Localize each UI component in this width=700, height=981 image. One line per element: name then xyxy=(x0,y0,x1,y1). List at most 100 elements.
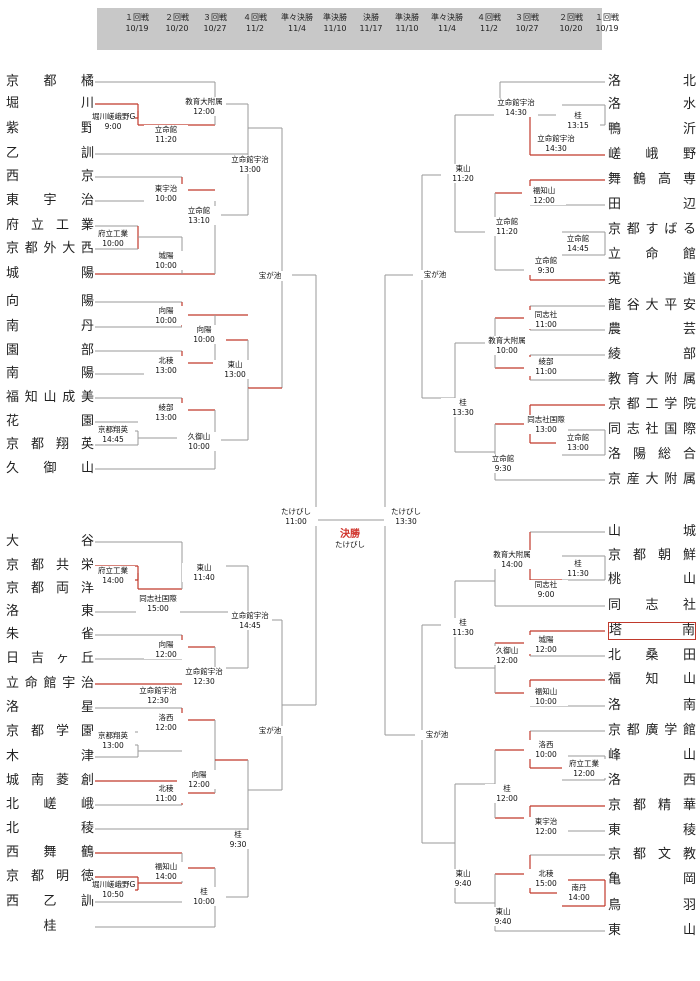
game-time: 12:00 xyxy=(522,195,566,205)
team-char: 専 xyxy=(682,172,696,187)
game-winner: 久御山 xyxy=(177,432,221,442)
round-date: 10/27 xyxy=(515,24,539,33)
team-char: 京 xyxy=(6,74,20,89)
game-winner: たけびし xyxy=(384,507,428,517)
team-char: 英 xyxy=(80,437,94,452)
round-date: 11/4 xyxy=(438,24,456,33)
game-time: 14:00 xyxy=(557,892,601,902)
game-winner: 立命館宇治 xyxy=(228,611,272,621)
team-right-33: 鳥羽 xyxy=(608,897,696,915)
team-char: 高 xyxy=(657,172,671,187)
game-time: 11:40 xyxy=(182,572,226,582)
team-right-30: 東稜 xyxy=(608,822,696,840)
game-winner: 南丹 xyxy=(557,883,601,893)
team-char: 部 xyxy=(80,343,94,358)
game-winner: 堀川嵯峨野G xyxy=(91,112,136,122)
team-char: 府 xyxy=(6,218,20,233)
team-char: 乙 xyxy=(43,894,57,909)
team-char: 志 xyxy=(626,422,640,437)
team-right-24: 福知山 xyxy=(608,671,696,689)
team-char: 都 xyxy=(626,397,640,412)
team-char: 教 xyxy=(682,847,696,862)
team-char: 館 xyxy=(682,723,696,738)
team-left-29: 北嵯峨 xyxy=(6,796,94,814)
game-time: 11:00 xyxy=(144,793,188,803)
game-winner: 桂 xyxy=(216,830,260,840)
team-char: 陽 xyxy=(632,447,646,462)
game-winner: 桂 xyxy=(441,618,485,628)
team-char: 吉 xyxy=(30,651,44,666)
team-char: 精 xyxy=(657,798,671,813)
team-char: 平 xyxy=(664,298,678,313)
team-char: 館 xyxy=(682,247,696,262)
team-char: 育 xyxy=(626,372,640,387)
game-winner: 宝が池 xyxy=(413,270,457,280)
team-right-12: 綾部 xyxy=(608,346,696,364)
team-char: 南 xyxy=(682,698,696,713)
team-char: 京 xyxy=(608,397,622,412)
team-char: 嵯 xyxy=(43,797,57,812)
team-left-16: 京都翔英 xyxy=(6,436,94,454)
team-char: 成 xyxy=(62,390,76,405)
team-char: 岡 xyxy=(682,872,696,887)
team-left-17: 久御山 xyxy=(6,460,94,478)
game-time: たけびし xyxy=(328,539,372,549)
game-time: 14:30 xyxy=(494,107,538,117)
team-char: 峨 xyxy=(80,797,94,812)
game-time: 13:10 xyxy=(177,215,221,225)
game-time: 13:00 xyxy=(213,369,257,379)
game-time: 13:00 xyxy=(91,740,135,750)
team-left-5: 西京 xyxy=(6,168,94,186)
round-name: 準々決勝 xyxy=(431,13,463,22)
team-char: 園 xyxy=(6,343,20,358)
team-right-20: 桃山 xyxy=(608,571,696,589)
team-left-28: 城南菱創 xyxy=(6,772,94,790)
game-time: 10:00 xyxy=(144,193,188,203)
team-right-18: 山城 xyxy=(608,523,696,541)
team-char: 東 xyxy=(608,823,622,838)
team-char: 北 xyxy=(6,821,20,836)
team-char: 山 xyxy=(682,572,696,587)
game-winner: 東山 xyxy=(441,869,485,879)
round-name: 準決勝 xyxy=(323,13,347,22)
game-time: 13:30 xyxy=(384,516,428,526)
game-label: 決勝たけびし xyxy=(328,530,372,549)
game-label: 宝が池 xyxy=(413,270,457,280)
round-9: 準々決勝 11/4 xyxy=(425,12,469,34)
game-time: 12:00 xyxy=(177,779,221,789)
team-char: 西 xyxy=(6,169,20,184)
team-char: ヶ xyxy=(55,651,69,666)
game-winner: たけびし xyxy=(274,507,318,517)
game-winner: 立命館宇治 xyxy=(228,155,272,165)
team-char: 南 xyxy=(6,366,20,381)
team-char: 館 xyxy=(43,676,57,691)
team-char: 桂 xyxy=(43,919,57,934)
game-winner: 教育大附属 xyxy=(485,336,529,346)
team-char: 栄 xyxy=(80,558,94,573)
team-left-15: 花園 xyxy=(6,413,94,431)
team-char: 外 xyxy=(43,241,57,256)
team-char: 洛 xyxy=(608,74,622,89)
game-winner: 決勝 xyxy=(328,530,372,540)
team-char: 鴨 xyxy=(608,122,622,137)
game-time: 10:00 xyxy=(182,334,226,344)
game-label: 宝が池 xyxy=(248,726,292,736)
team-char: 都 xyxy=(30,724,44,739)
game-winner: 京都翔英 xyxy=(91,731,135,741)
team-char: 都 xyxy=(30,581,44,596)
round-date: 10/20 xyxy=(165,24,189,33)
team-char: 木 xyxy=(6,749,20,764)
team-char: 辺 xyxy=(682,197,696,212)
